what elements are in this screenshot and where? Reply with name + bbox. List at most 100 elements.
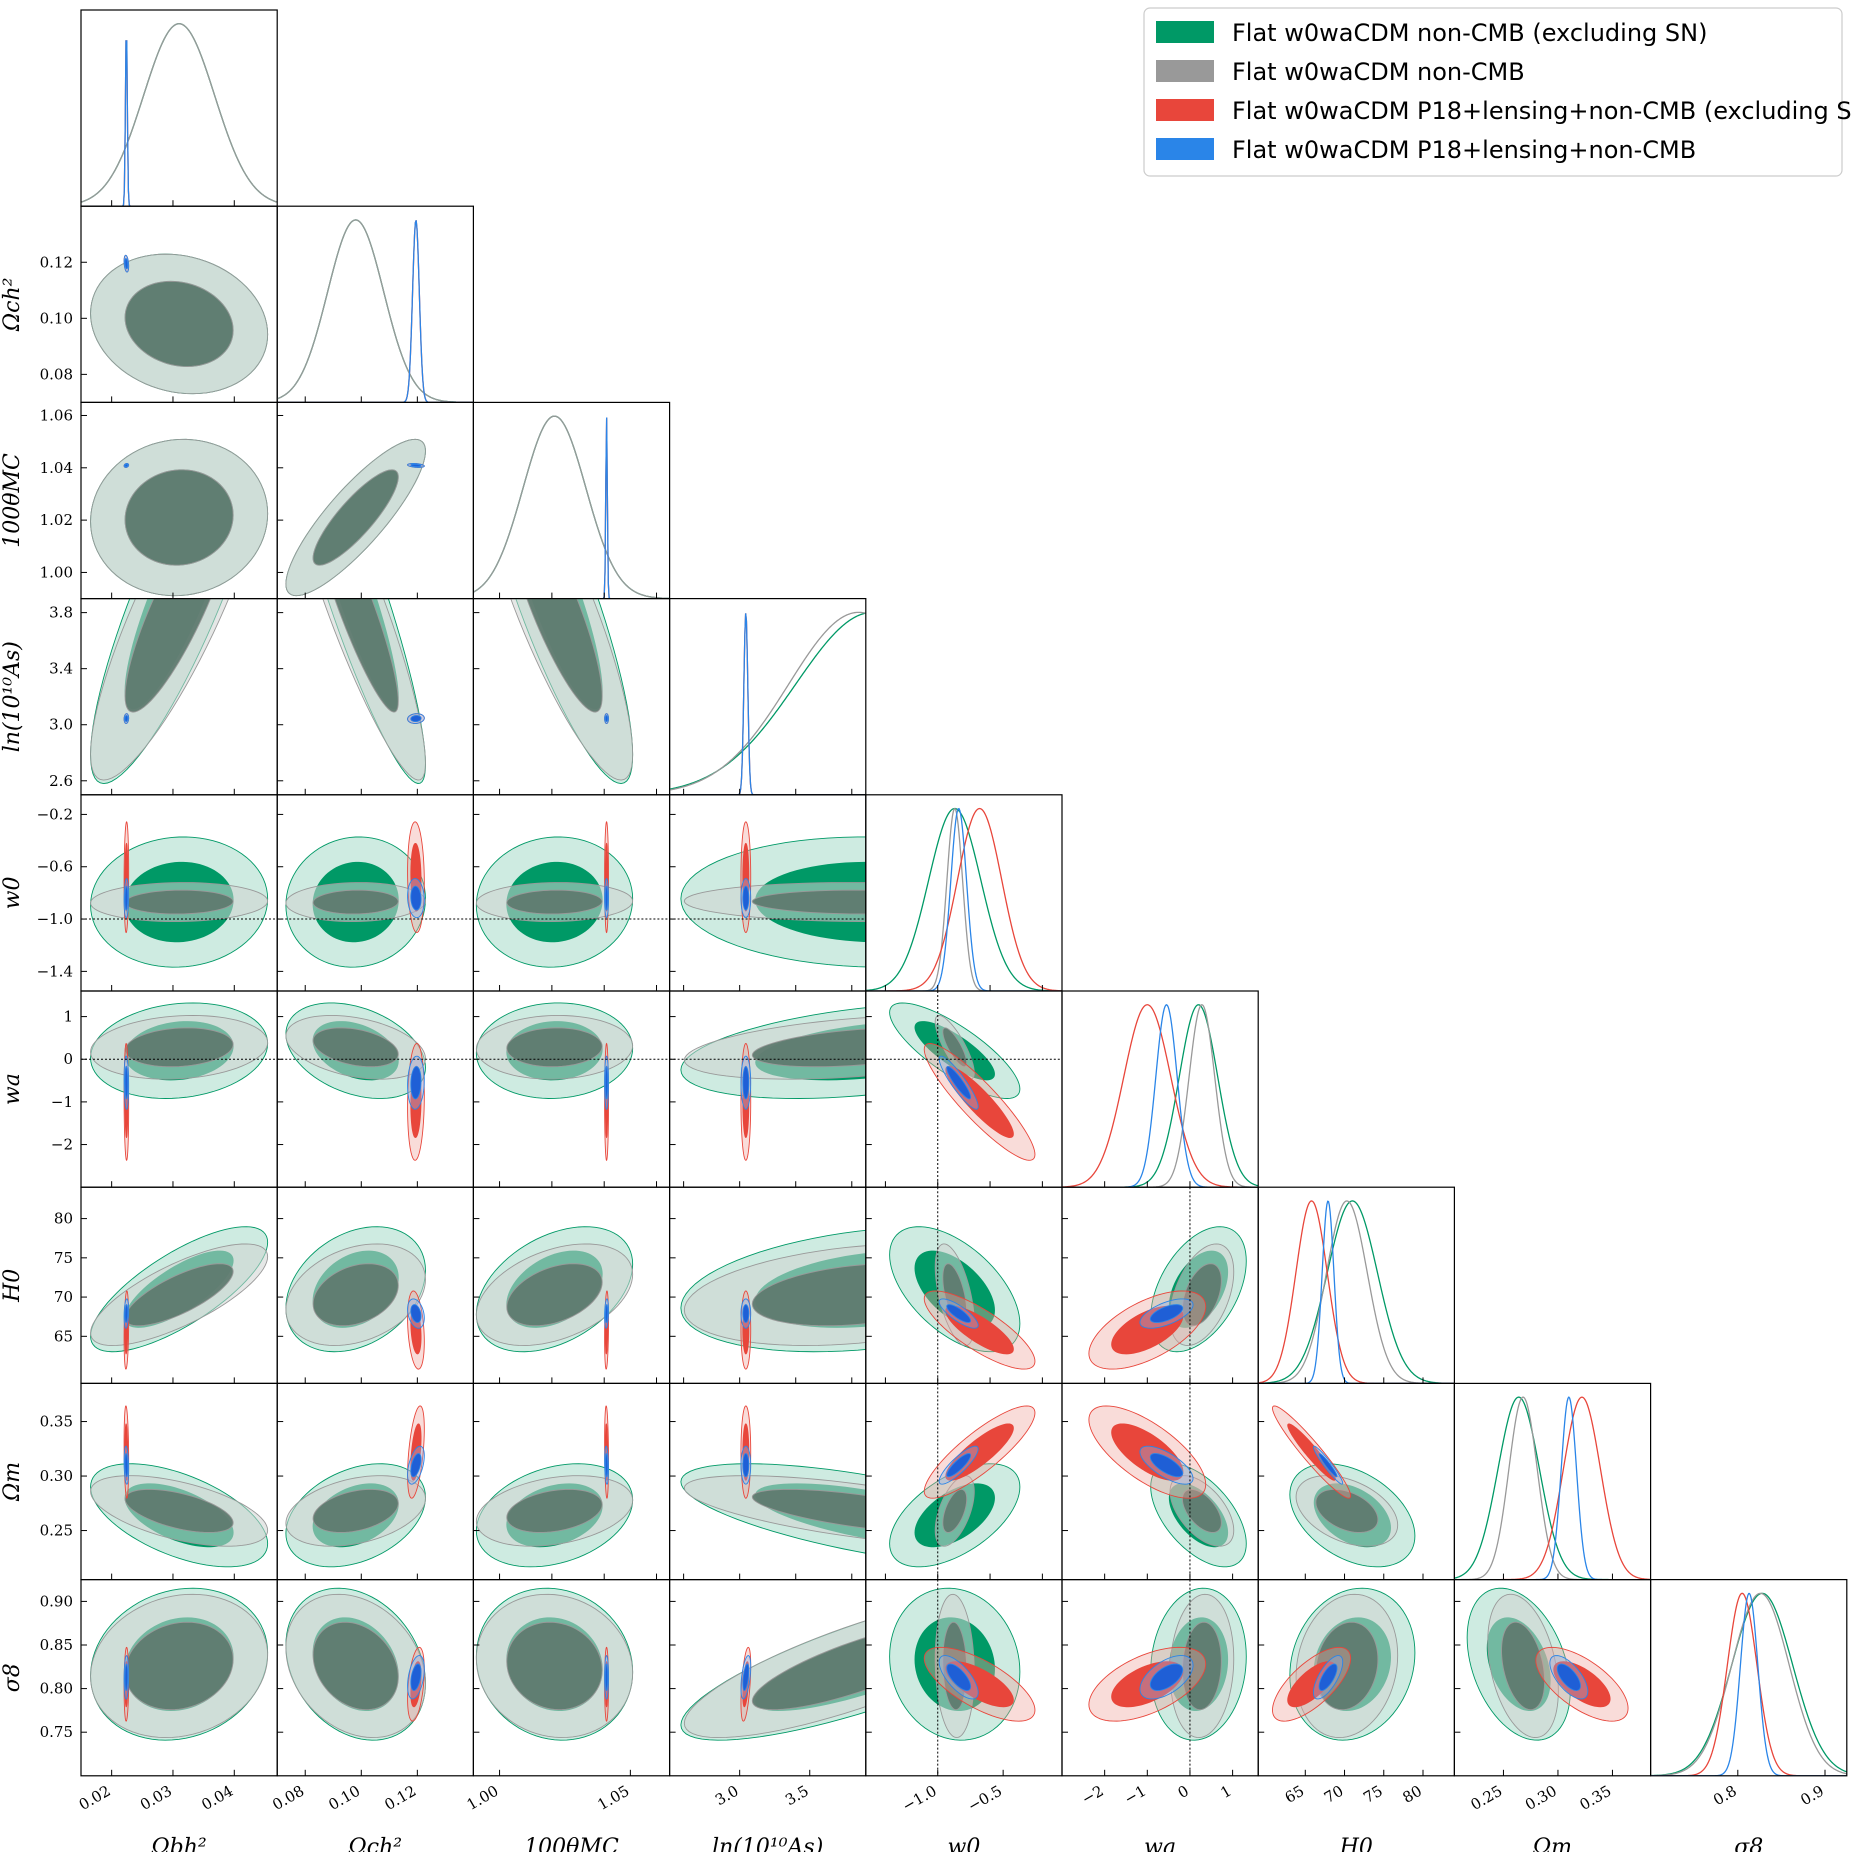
contour-obh2-s8-series-3-level-68 xyxy=(124,1663,129,1691)
contour-wa-Om-series-3-level-68 xyxy=(1149,1453,1184,1478)
marginal-H0-series-1 xyxy=(1258,1200,1455,1384)
x-axis-label-H0: H0 xyxy=(1339,1835,1373,1852)
y-axis-label-theta: 100θMC xyxy=(0,453,25,548)
contour-obh2-w0-series-3-level-68 xyxy=(124,885,129,911)
marginal-och2-series-2 xyxy=(277,220,474,403)
contour-Om-s8-series-3-level-68 xyxy=(1556,1663,1581,1691)
panel-lnAs-wa xyxy=(668,990,867,1188)
panel-obh2-w0: −1.4−1.0−0.6−0.2w0 xyxy=(0,794,278,992)
contour-obh2-lnAs-series-1-level-68 xyxy=(124,598,212,713)
contour-w0-wa-series-1-level-68 xyxy=(942,1027,968,1068)
y-tick-label-H0: 65 xyxy=(54,1327,73,1345)
contour-H0-Om-series-1-level-68 xyxy=(1315,1488,1379,1533)
marginal-w0-series-3 xyxy=(865,807,1062,991)
y-axis-label-Om: Ωm xyxy=(0,1462,25,1502)
marginal-w0-series-1 xyxy=(865,807,1062,991)
panel-wa-Om xyxy=(1061,1382,1259,1581)
contour-w0-H0-series-3-level-68 xyxy=(946,1304,972,1323)
panel-och2-H0 xyxy=(276,1186,475,1384)
contour-H0-s8-series-3-level-68 xyxy=(1318,1663,1338,1691)
legend-entry-label-3: Flat w0waCDM P18+lensing+non-CMB xyxy=(1232,136,1696,164)
marginal-obh2-series-3 xyxy=(81,40,278,207)
marginal-s8-series-0 xyxy=(1650,1592,1847,1776)
contour-obh2-theta-series-1-level-68 xyxy=(124,469,234,566)
y-tick-label-w0: −1.4 xyxy=(37,962,73,980)
panel-H0-Om xyxy=(1257,1382,1455,1581)
x-axis-label-Om: Ωm xyxy=(1532,1835,1572,1852)
contour-obh2-H0-series-3-level-68 xyxy=(124,1304,129,1323)
x-tick-label-H0: 65 xyxy=(1282,1782,1308,1807)
contour-och2-wa-series-1-level-68 xyxy=(312,1027,399,1068)
y-tick-label-lnAs: 3.4 xyxy=(49,660,73,678)
x-tick-label-theta: 1.00 xyxy=(464,1782,502,1814)
contour-obh2-och2-series-1-level-68 xyxy=(124,280,234,367)
marginal-obh2-series-0 xyxy=(81,23,278,203)
marginal-lnAs-series-3 xyxy=(669,613,866,795)
contour-w0-Om-series-3-level-68 xyxy=(946,1453,972,1478)
x-tick-label-obh2: 0.04 xyxy=(198,1782,236,1814)
y-tick-label-theta: 1.04 xyxy=(40,459,73,477)
panel-frame xyxy=(668,597,867,796)
marginal-obh2-series-1 xyxy=(81,23,278,203)
contour-och2-H0-series-3-level-68 xyxy=(410,1304,422,1323)
y-tick-label-wa: −1 xyxy=(51,1093,73,1111)
contour-obh2-och2-series-3-level-68 xyxy=(124,258,129,270)
panel-lnAs-Om xyxy=(668,1382,867,1581)
y-tick-label-lnAs: 3.0 xyxy=(49,716,73,734)
legend-swatch-3 xyxy=(1156,138,1214,160)
contour-theta-Om-series-3-level-68 xyxy=(604,1453,609,1478)
panel-och2-theta xyxy=(276,401,475,600)
y-tick-label-och2: 0.10 xyxy=(40,309,73,327)
panel-theta-lnAs xyxy=(472,597,671,796)
panel-frame xyxy=(1649,1578,1848,1777)
marginal-theta-series-1 xyxy=(473,415,670,599)
x-tick-label-wa: 1 xyxy=(1217,1782,1234,1802)
panel-och2-lnAs xyxy=(276,597,475,796)
contour-obh2-w0-series-1-level-68 xyxy=(124,889,234,915)
contour-theta-Om-series-1-level-68 xyxy=(506,1488,603,1533)
panel-Om-Om xyxy=(1453,1382,1652,1581)
marginal-obh2-series-2 xyxy=(81,40,278,207)
panel-och2-Om xyxy=(276,1382,475,1581)
x-tick-label-obh2: 0.03 xyxy=(137,1782,175,1814)
panel-theta-theta xyxy=(472,401,671,600)
marginal-s8-series-1 xyxy=(1650,1592,1847,1776)
x-tick-label-theta: 1.05 xyxy=(594,1782,632,1814)
x-tick-label-s8: 0.9 xyxy=(1797,1782,1827,1810)
y-axis-label-lnAs: ln(10¹⁰As) xyxy=(0,641,25,752)
x-tick-label-Om: 0.30 xyxy=(1522,1782,1560,1814)
y-tick-label-w0: −1.0 xyxy=(37,910,73,928)
panel-theta-w0 xyxy=(472,794,671,992)
y-axis-label-och2: Ωch² xyxy=(0,278,25,333)
y-tick-label-w0: −0.2 xyxy=(37,805,73,823)
x-axis-label-och2: Ωch² xyxy=(348,1835,403,1852)
panel-frame xyxy=(472,401,671,600)
y-tick-label-w0: −0.6 xyxy=(37,858,73,876)
contour-theta-w0-series-1-level-68 xyxy=(506,889,603,915)
marginal-w0-series-0 xyxy=(865,807,1062,991)
marginal-s8-series-3 xyxy=(1650,1592,1847,1776)
x-tick-label-s8: 0.8 xyxy=(1710,1782,1740,1810)
panel-wa-H0 xyxy=(1061,1186,1259,1384)
x-tick-label-H0: 75 xyxy=(1360,1782,1386,1807)
marginal-theta-series-2 xyxy=(473,417,670,599)
contour-Om-s8-series-1-level-68 xyxy=(1501,1621,1546,1711)
x-tick-label-Om: 0.25 xyxy=(1468,1782,1506,1814)
contour-och2-Om-series-1-level-68 xyxy=(312,1488,399,1533)
x-tick-label-w0: −0.5 xyxy=(965,1782,1006,1816)
y-tick-label-och2: 0.12 xyxy=(40,253,73,271)
marginal-wa-series-1 xyxy=(1062,1004,1259,1188)
contour-och2-H0-series-1-level-68 xyxy=(312,1263,399,1327)
legend-entry-label-0: Flat w0waCDM non-CMB (excluding SN) xyxy=(1232,19,1707,47)
contour-lnAs-wa-series-3-level-68 xyxy=(742,1066,750,1100)
